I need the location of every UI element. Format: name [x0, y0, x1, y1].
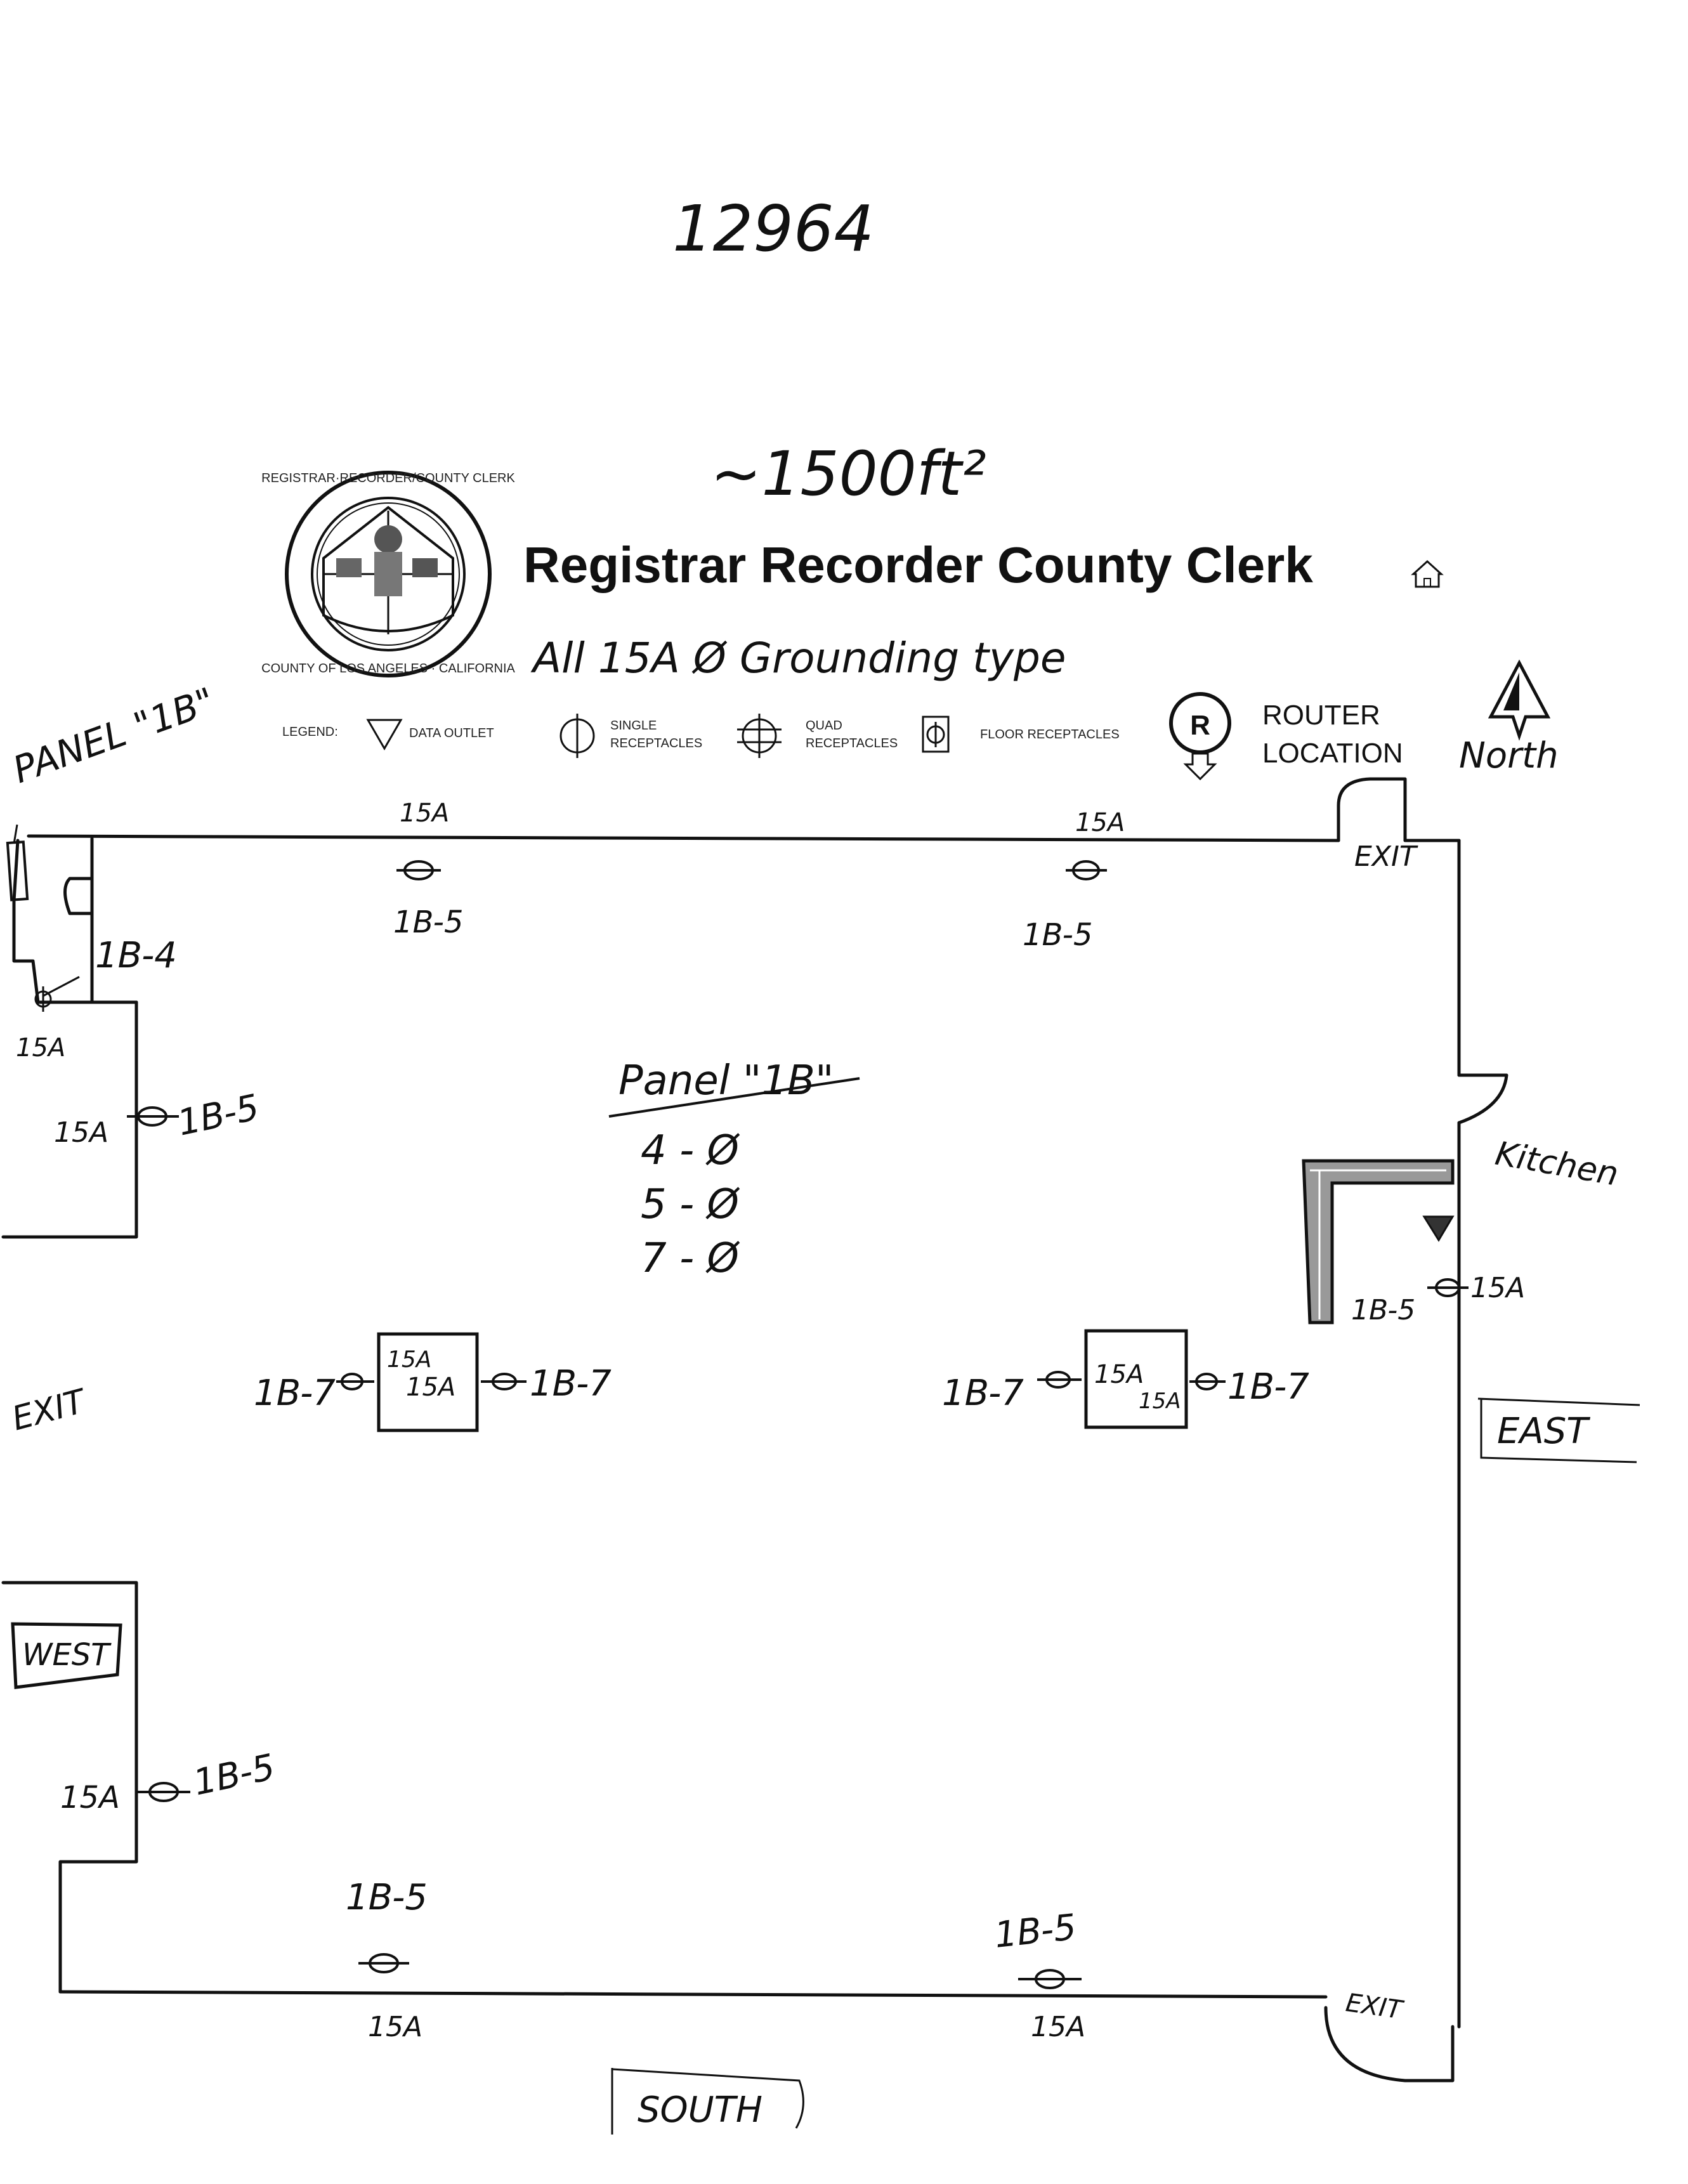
doc-number: 12964	[672, 192, 874, 266]
room-walls	[1, 777, 1508, 2083]
outlet-bottom-right-circuit: 1B-5	[993, 1907, 1078, 1956]
schedule-line-2: 5 - Ø	[641, 1181, 740, 1228]
router-icon	[1169, 692, 1231, 781]
col-left-amp-2: 15A	[406, 1373, 455, 1402]
single-receptacle-icon	[136, 1782, 190, 1802]
south-label: SOUTH	[638, 2089, 762, 2131]
single-receptacle-icon	[1189, 1373, 1226, 1390]
panel-circuit-label: 1B-4	[95, 935, 177, 976]
outlet-top-left-amp: 15A	[400, 799, 449, 828]
exit-bottom-right: EXIT	[1344, 1988, 1406, 2025]
outlet-top-right-circuit: 1B-5	[1023, 917, 1092, 953]
single-receptacle-icon	[1066, 860, 1107, 880]
outlet-bottom-left-amp: 15A	[368, 2011, 422, 2043]
outlet-kitchen-circuit: 1B-5	[1351, 1294, 1415, 1326]
panel-label: PANEL "1B"	[8, 679, 221, 792]
col-left-circuit-right: 1B-7	[530, 1363, 612, 1404]
seal-text-top: REGISTRAR·RECORDER/COUNTY CLERK	[261, 471, 515, 485]
seal-text-bottom: COUNTY OF LOS ANGELES · CALIFORNIA	[261, 662, 515, 676]
east-label-box	[1477, 1397, 1640, 1463]
outlet-top-right-amp: 15A	[1075, 808, 1125, 837]
electrical-panel	[6, 824, 29, 901]
col-right-amp-2: 15A	[1139, 1389, 1181, 1414]
column-right	[1084, 1329, 1188, 1429]
legend-floor: FLOOR RECEPTACLES	[980, 728, 1120, 742]
single-receptacle-icon	[1018, 1969, 1082, 1989]
single-receptacle-icon	[127, 1106, 179, 1127]
east-label: EAST	[1497, 1411, 1590, 1452]
single-receptacle-icon	[336, 1373, 374, 1390]
single-receptacle-icon	[358, 1953, 409, 1973]
legend-single-1: SINGLE	[610, 719, 657, 733]
legend-prefix: LEGEND:	[282, 725, 338, 739]
quad-receptacle-icon	[737, 714, 782, 758]
county-seal-icon	[285, 471, 492, 677]
column-left	[377, 1332, 479, 1432]
north-label: North	[1459, 735, 1559, 776]
schedule-line-3: 7 - Ø	[641, 1235, 740, 1282]
single-receptacle-icon	[396, 860, 441, 880]
kitchen-counter	[1302, 1159, 1455, 1324]
single-receptacle-icon	[1427, 1278, 1469, 1297]
single-receptacle-icon	[1037, 1371, 1082, 1389]
col-right-amp-1: 15A	[1094, 1360, 1144, 1389]
legend-single-2: RECEPTACLES	[610, 736, 702, 750]
home-icon	[1411, 559, 1444, 588]
legend-quad-1: QUAD	[806, 719, 842, 733]
data-outlet-icon	[366, 719, 403, 750]
west-label-box	[11, 1622, 122, 1689]
col-right-circuit-right: 1B-7	[1227, 1366, 1309, 1408]
grounding-note: All 15A Ø Grounding type	[530, 634, 1066, 683]
legend-router-1: ROUTER	[1262, 700, 1380, 731]
outlet-top-left-circuit: 1B-5	[393, 905, 463, 940]
col-left-amp-1: 15A	[387, 1347, 431, 1373]
kitchen-label: Kitchen	[1493, 1135, 1621, 1194]
outlet-west-upper-amp: 15A	[54, 1116, 108, 1149]
area-note: ~1500ft²	[710, 438, 986, 509]
panel-amp: 15A	[16, 1033, 65, 1063]
exit-top-right: EXIT	[1354, 840, 1418, 873]
outlet-bottom-left-circuit: 1B-5	[346, 1877, 428, 1918]
schedule-underline	[608, 1077, 860, 1118]
kitchen-data-outlet-icon	[1422, 1215, 1455, 1242]
outlet-west-lower-amp: 15A	[60, 1780, 120, 1815]
page-title: Registrar Recorder County Clerk	[523, 537, 1313, 593]
outlet-west-lower-circuit: 1B-5	[190, 1746, 278, 1803]
single-receptacle-icon	[481, 1373, 527, 1390]
schedule-title: Panel "1B"	[618, 1057, 834, 1104]
floor-receptacle-icon	[922, 716, 950, 753]
outlet-kitchen-amp: 15A	[1470, 1272, 1525, 1304]
outlet-bottom-right-amp: 15A	[1031, 2011, 1085, 2043]
col-right-circuit-left: 1B-7	[942, 1373, 1024, 1414]
single-receptacle-icon	[559, 714, 595, 758]
schedule-line-1: 4 - Ø	[641, 1127, 740, 1174]
outlet-west-upper-circuit: 1B-5	[174, 1087, 263, 1144]
west-label: WEST	[22, 1637, 112, 1673]
col-left-circuit-left: 1B-7	[254, 1373, 336, 1414]
legend-quad-2: RECEPTACLES	[806, 736, 898, 750]
exit-west: EXIT	[8, 1382, 91, 1439]
legend-router-2: LOCATION	[1262, 738, 1403, 769]
legend-data-outlet: DATA OUTLET	[409, 726, 494, 740]
south-label-box	[611, 2068, 804, 2135]
north-arrow-icon	[1488, 659, 1551, 741]
router-letter: R	[1190, 710, 1210, 741]
